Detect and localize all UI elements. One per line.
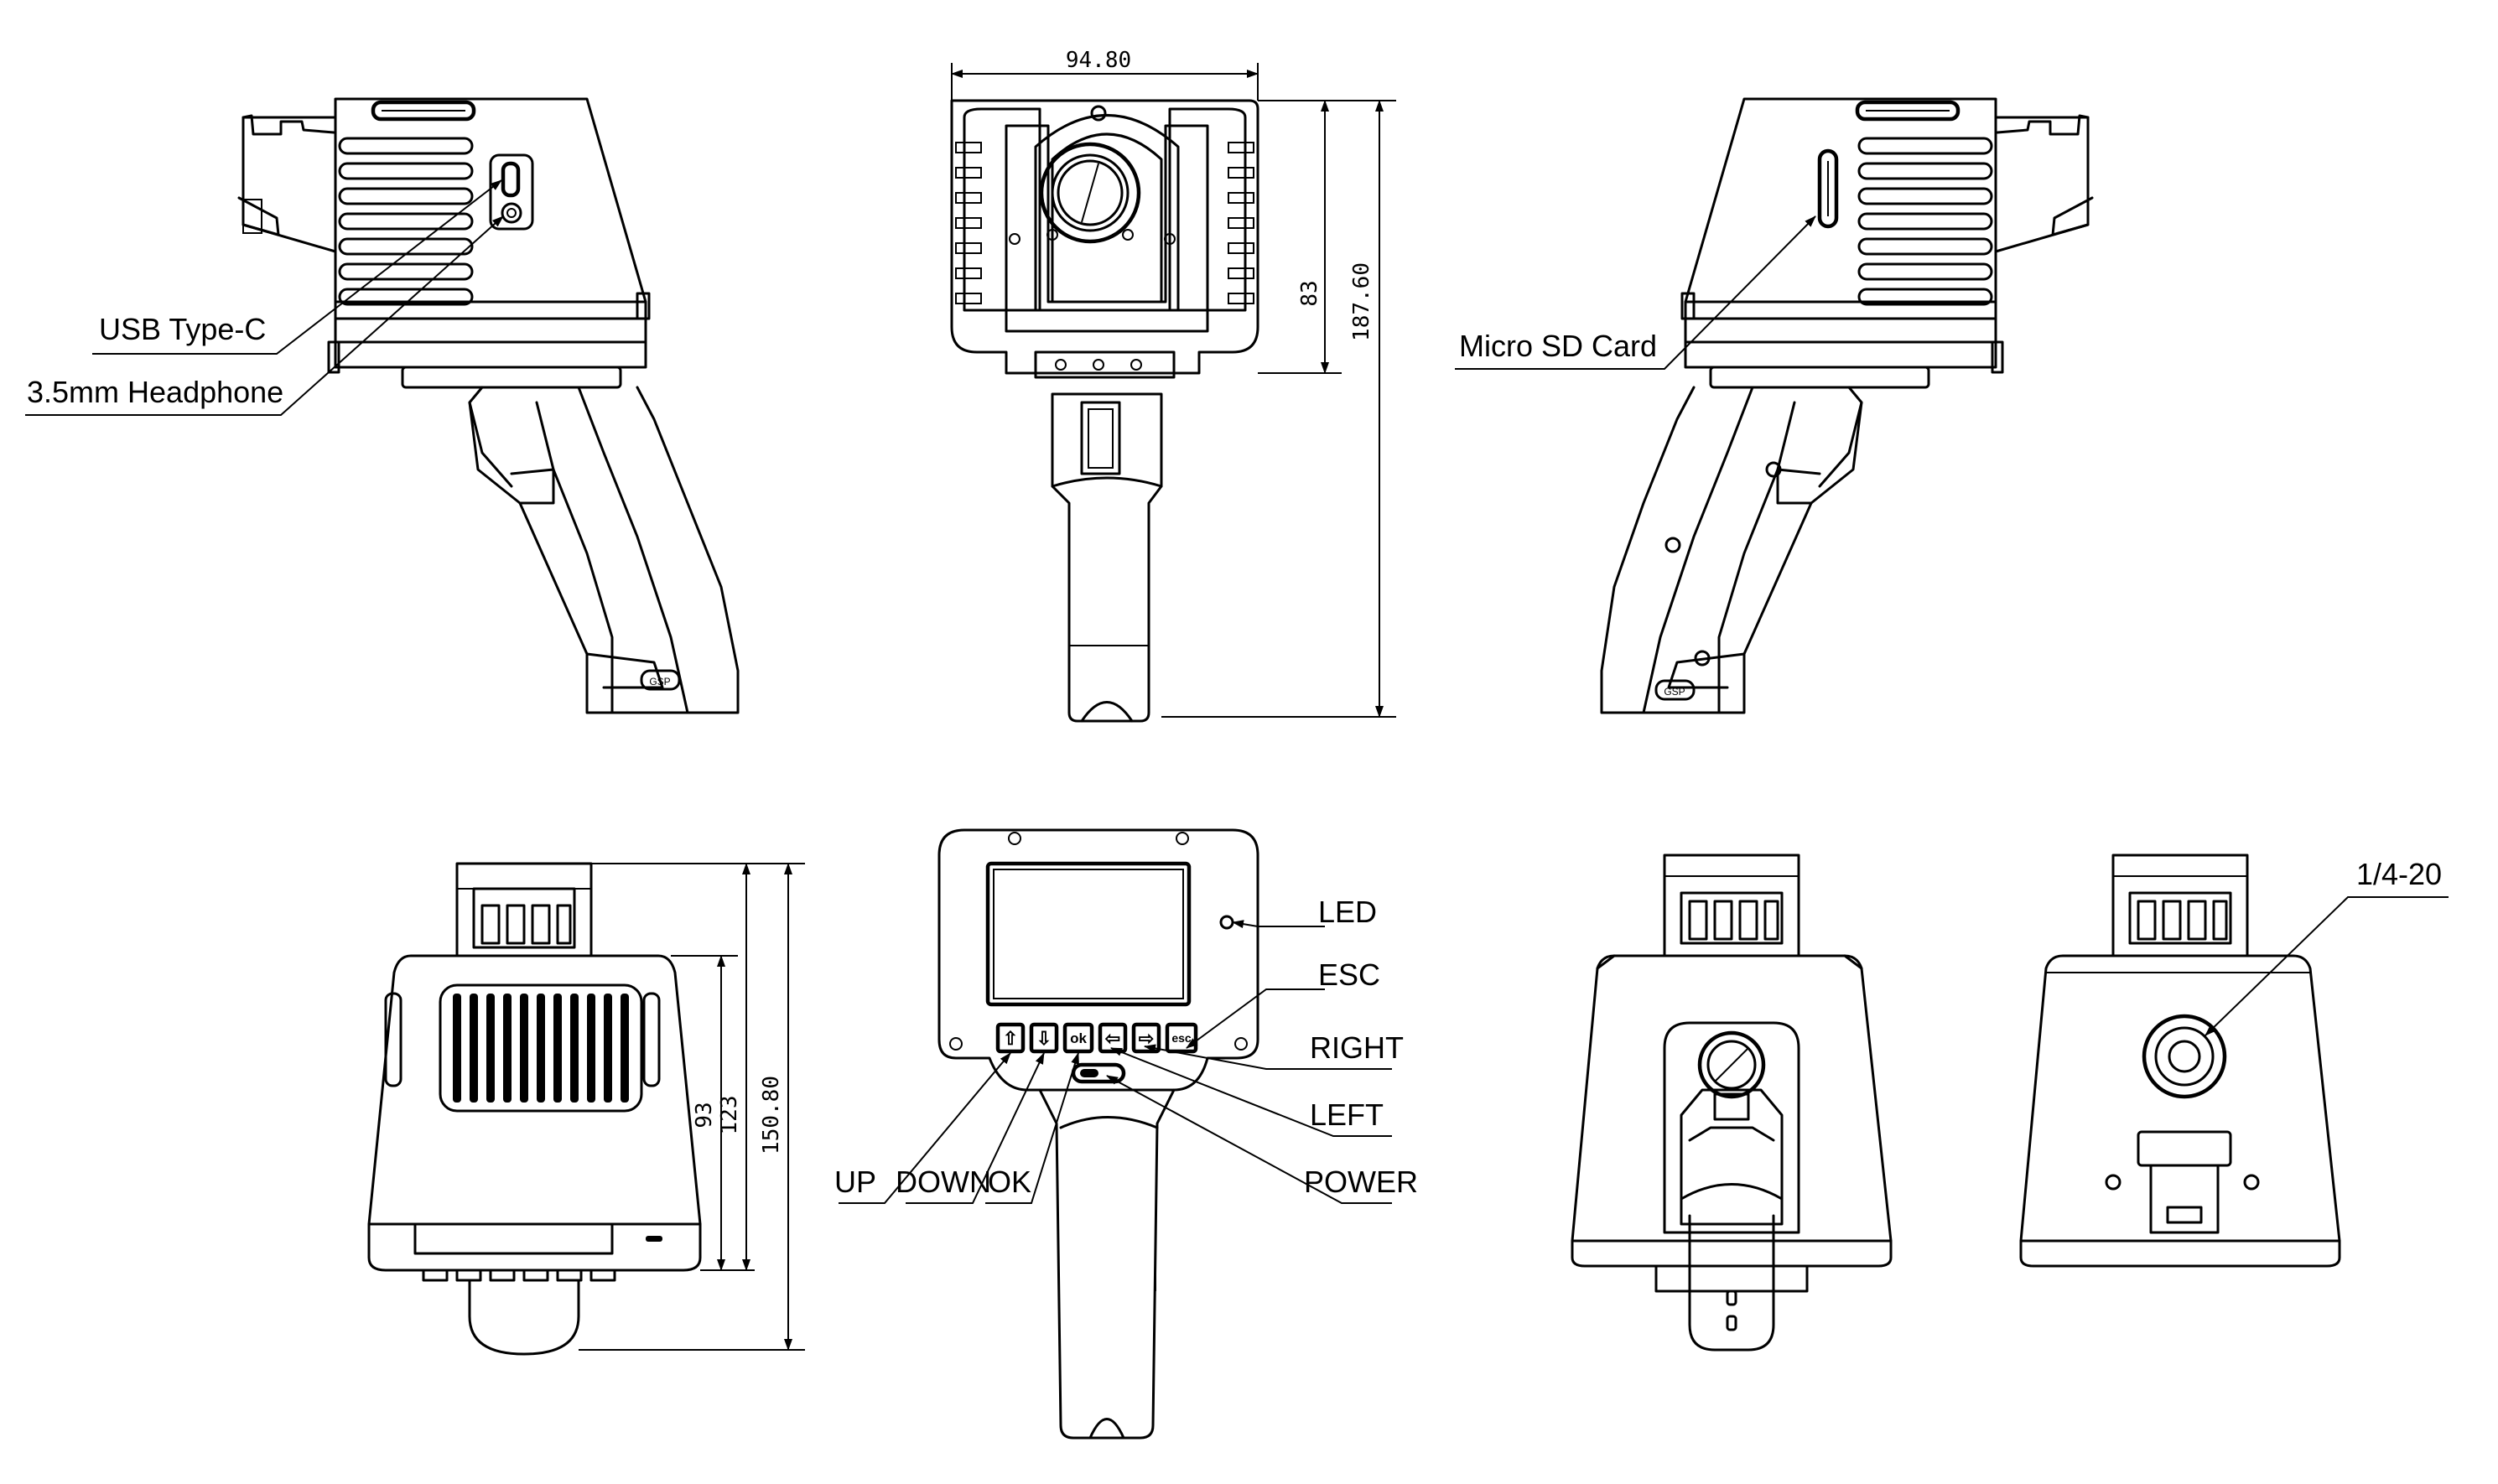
right-side-view: GSP Micro SD Card [1455, 97, 2094, 714]
btn-down-glyph: ⇩ [1036, 1028, 1052, 1049]
front-fins-right [1228, 142, 1254, 304]
btn-left-glyph: ⇦ [1105, 1028, 1120, 1049]
bottom-grille [439, 983, 643, 1113]
callout-usb: USB Type-C [99, 312, 266, 346]
logo-right: GSP [1664, 686, 1685, 698]
front-fins-left [955, 142, 982, 304]
left-side-view: GSP USB Type-C 3.5mm Headphone [25, 97, 740, 714]
front-perspective-view [1571, 854, 1893, 1352]
callout-power: POWER [1304, 1165, 1418, 1199]
front-view: 94.80 83 187.60 [950, 48, 1396, 723]
vent-slots-left [338, 137, 474, 306]
callout-up: UP [834, 1165, 876, 1199]
dim-bottom-h2: 123 [717, 1096, 742, 1135]
callout-microsd: Micro SD Card [1459, 329, 1657, 363]
vent-slots-right [1857, 137, 1993, 306]
logo-left: GSP [649, 676, 670, 688]
callout-headphone: 3.5mm Headphone [27, 375, 283, 409]
dim-front-total: 187.60 [1349, 262, 1374, 341]
bottom-view: 93 123 150.80 [367, 862, 805, 1356]
callout-tripod: 1/4-20 [2356, 857, 2442, 891]
dim-front-body: 83 [1297, 280, 1322, 306]
top-tripod-view: 1/4-20 [2019, 854, 2449, 1268]
callout-left: LEFT [1310, 1097, 1384, 1132]
btn-up-glyph: ⇧ [1003, 1028, 1018, 1049]
dim-front-width: 94.80 [1066, 48, 1131, 73]
dim-bottom-h1: 93 [692, 1102, 717, 1128]
btn-ok-glyph: ok [1070, 1030, 1087, 1046]
btn-right-glyph: ⇨ [1139, 1028, 1154, 1049]
callout-down: DOWN [896, 1165, 991, 1199]
callout-led: LED [1318, 895, 1377, 929]
btn-esc-glyph: esc [1171, 1031, 1192, 1045]
rear-view: ⇧ ⇩ ok ⇦ ⇨ esc LED ESC RIGHT [834, 828, 1418, 1440]
callout-esc: ESC [1318, 957, 1380, 992]
callout-right: RIGHT [1310, 1030, 1404, 1065]
callout-ok: OK [988, 1165, 1031, 1199]
rear-buttons: ⇧ ⇩ ok ⇦ ⇨ esc [995, 1022, 1198, 1054]
dim-bottom-h3: 150.80 [759, 1076, 784, 1155]
